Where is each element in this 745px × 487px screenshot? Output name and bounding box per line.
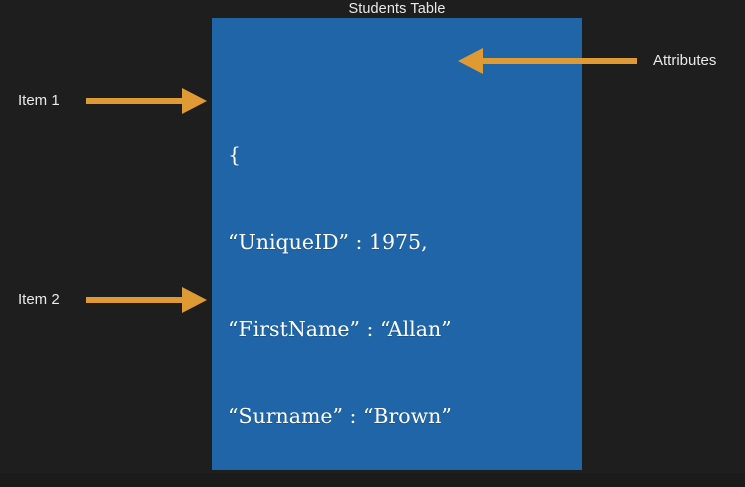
json-content: { “UniqueID” : 1975, “FirstName” : “Alla…	[228, 25, 578, 487]
arrow-head-right-icon	[182, 88, 207, 114]
students-table-panel: { “UniqueID” : 1975, “FirstName” : “Alla…	[212, 18, 582, 470]
bottom-band	[0, 473, 745, 487]
annotation-label-item-2: Item 2	[18, 291, 60, 308]
annotation-arrow-shaft-attributes	[482, 58, 637, 64]
json-line: {	[228, 143, 242, 167]
page-title: Students Table	[348, 1, 446, 17]
json-line: “Surname” : “Brown”	[228, 404, 452, 428]
annotation-label-attributes: Attributes	[653, 52, 717, 69]
json-line: “FirstName” : “Allan”	[228, 317, 452, 341]
annotation-label-item-1: Item 1	[18, 92, 60, 109]
annotation-arrow-shaft-item-2	[86, 297, 184, 303]
json-line: “UniqueID” : 1975,	[228, 230, 428, 254]
arrow-head-left-icon	[458, 48, 483, 74]
annotation-arrow-shaft-item-1	[86, 98, 184, 104]
arrow-head-right-icon	[182, 287, 207, 313]
